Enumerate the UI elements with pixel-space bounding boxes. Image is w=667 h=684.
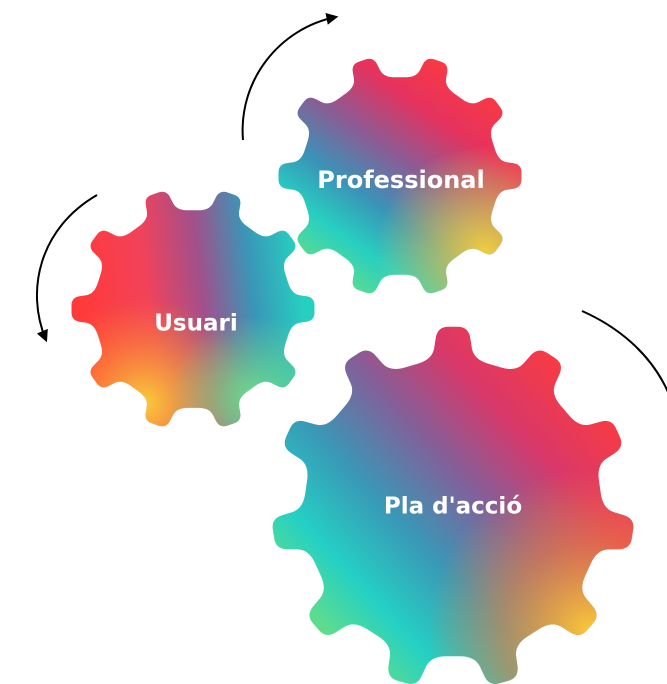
rotation-arrow-icon [581,310,667,393]
rotation-arrow-icon [35,194,98,343]
gear-label-pla-daccio: Pla d'acció [384,494,522,520]
gear-glow [278,58,522,294]
gear-glow [272,326,634,684]
gear-label-professional: Professional [317,166,484,194]
gear-glow [71,191,315,427]
gear-label-usuari: Usuari [154,311,238,337]
gear-usuari: Usuari [71,191,315,427]
gear-professional: Professional [278,58,522,294]
rotation-arrow-icon [241,12,339,141]
gear-pla-daccio: Pla d'acció [272,326,634,684]
